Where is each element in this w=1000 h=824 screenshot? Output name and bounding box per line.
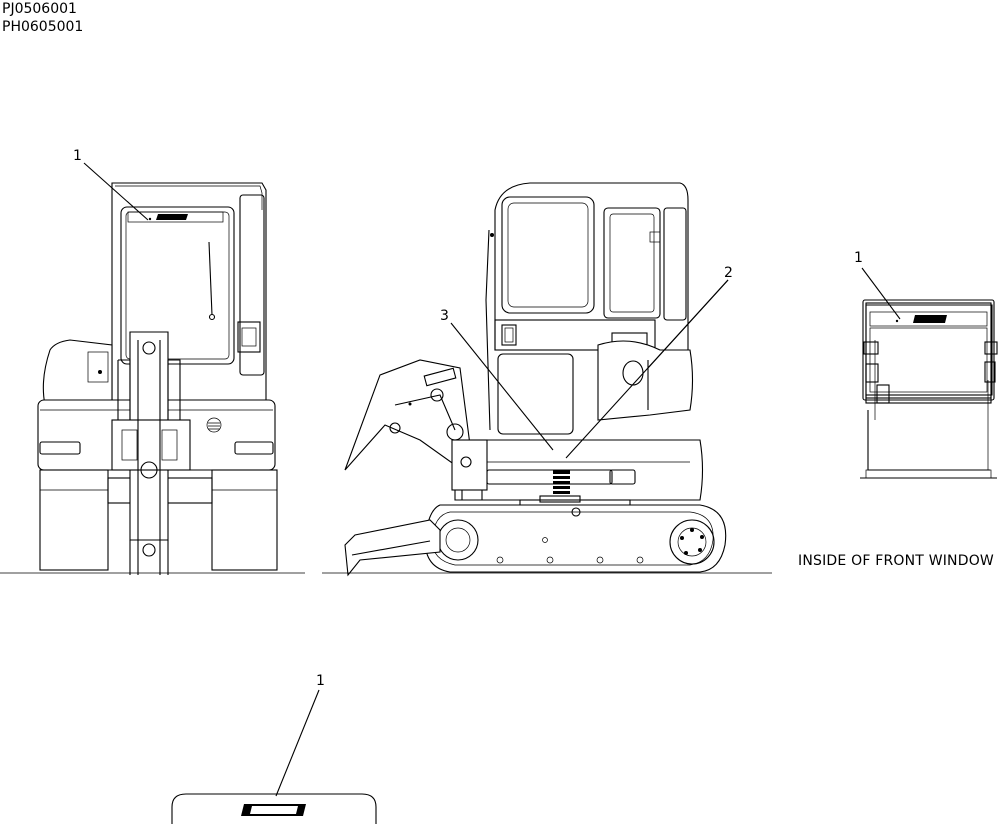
- window-detail-caption: INSIDE OF FRONT WINDOW: [798, 553, 994, 569]
- callout-decal-detail: 1: [316, 673, 325, 689]
- callout-window-detail: 1: [854, 250, 863, 266]
- callout-counterweight-decal: 3: [440, 308, 449, 324]
- side-view-excavator: [344, 182, 727, 577]
- case-decal-detail: [171, 793, 377, 824]
- leader-lines: [83, 162, 901, 797]
- part-code-1: PJ0506001: [2, 1, 77, 17]
- callout-cab-decal: 2: [724, 265, 733, 281]
- part-code-2: PH0605001: [2, 19, 84, 35]
- callout-rear-view: 1: [73, 148, 82, 164]
- rear-window-case-decal: [127, 211, 224, 223]
- front-window-detail: [860, 299, 998, 479]
- rear-view-excavator: [37, 182, 278, 575]
